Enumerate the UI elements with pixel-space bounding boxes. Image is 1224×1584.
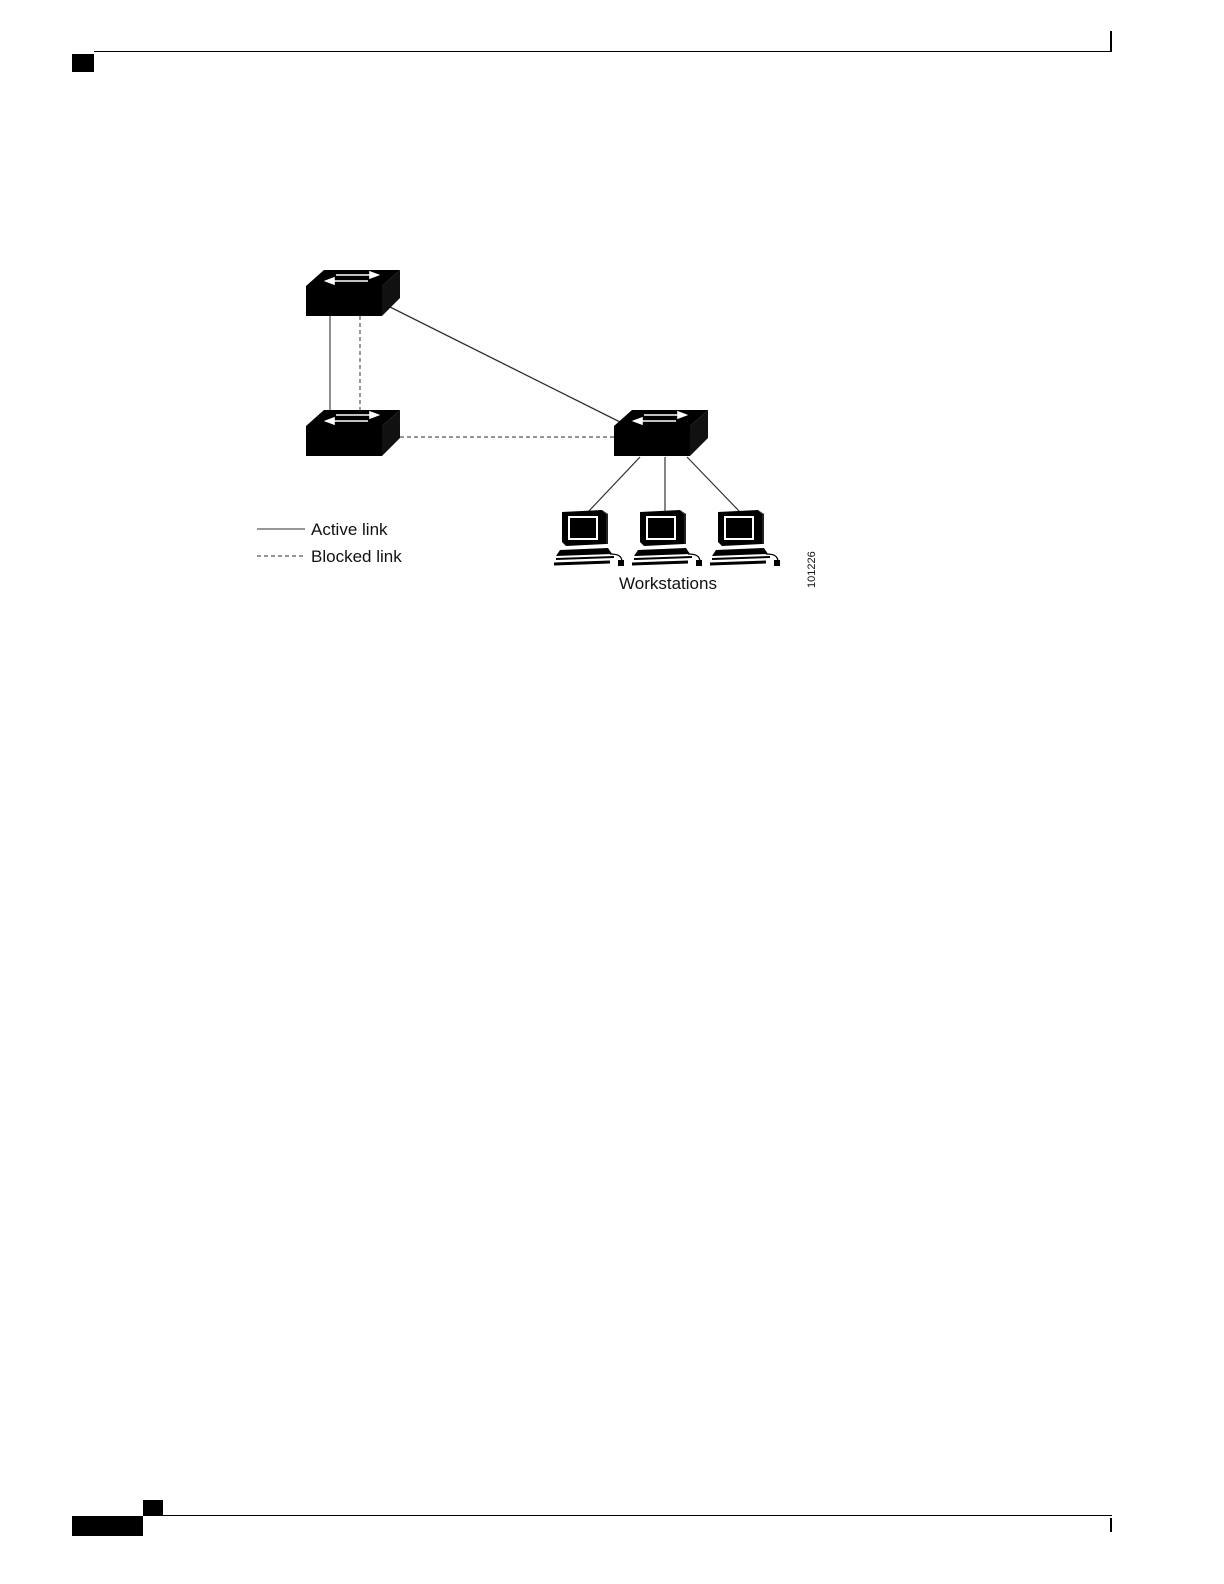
active-link-a-c — [386, 305, 624, 424]
link-c-ws3 — [687, 457, 740, 512]
workstations-label: Workstations — [619, 574, 717, 593]
workstation-icon — [554, 510, 624, 566]
link-c-ws1 — [588, 457, 640, 512]
legend-active-label: Active link — [311, 520, 388, 539]
switch-icon — [306, 270, 400, 316]
figure-id: 101226 — [806, 551, 818, 588]
workstation-icon — [632, 510, 702, 566]
legend: Active link Blocked link — [257, 520, 402, 566]
legend-blocked-label: Blocked link — [311, 547, 402, 566]
switch-icon — [306, 410, 400, 456]
workstation-icon — [710, 510, 780, 566]
switch-icon — [614, 410, 708, 456]
